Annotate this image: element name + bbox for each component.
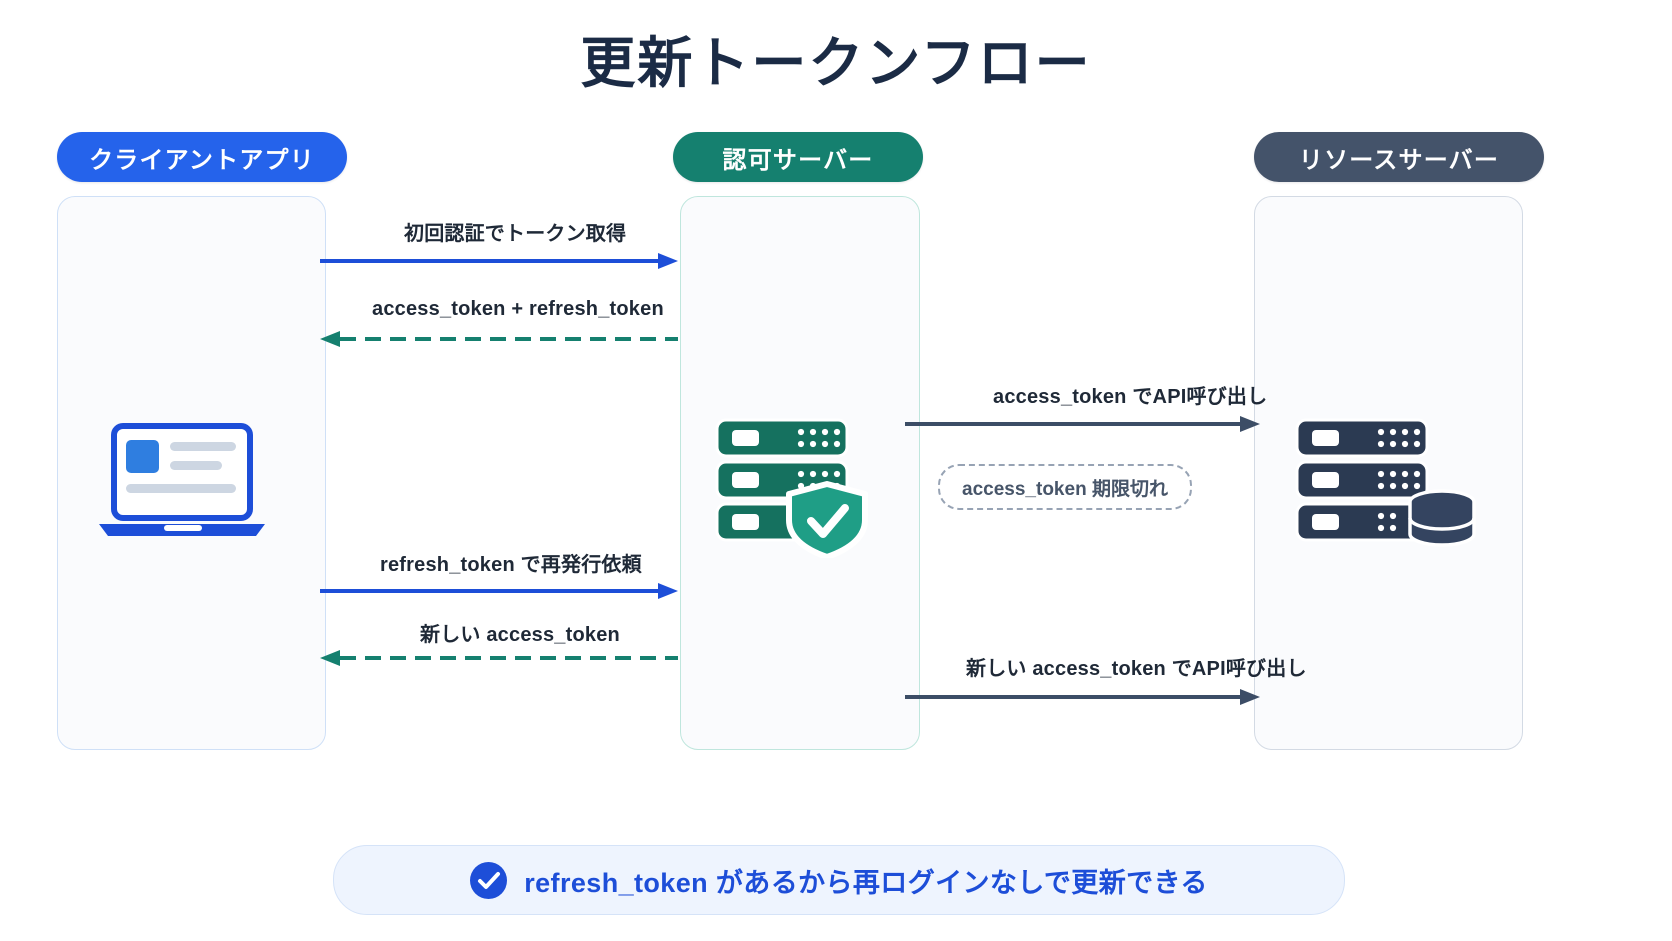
page-title: 更新トークンフロー — [580, 32, 1092, 94]
check-circle-icon — [470, 861, 508, 899]
flow-arrow-api-call-renewed — [905, 689, 1260, 705]
column-header-auth: 認可サーバー — [673, 132, 923, 182]
flow-arrow-reissue-request — [320, 583, 678, 599]
expiry-badge: access_token 期限切れ — [938, 464, 1192, 510]
flow-label-tokens-issued: access_token + refresh_token — [372, 298, 664, 320]
server-shield-icon — [715, 418, 868, 558]
column-header-auth-label: 認可サーバー — [722, 146, 874, 174]
flow-arrow-tokens-issued — [320, 331, 678, 347]
column-header-resource-label: リソースサーバー — [1298, 146, 1500, 174]
flow-label-api-call: access_token でAPI呼び出し — [993, 386, 1268, 408]
flow-label-reissue-request: refresh_token で再発行依頼 — [380, 554, 642, 576]
shield-check-icon — [786, 481, 868, 558]
flow-arrow-new-access-token — [320, 650, 678, 666]
flow-label-new-access-token: 新しい access_token — [420, 624, 620, 646]
flow-arrow-api-call — [905, 416, 1260, 432]
laptop-icon — [99, 423, 265, 536]
server-database-icon — [1295, 418, 1476, 547]
column-header-client: クライアントアプリ — [57, 132, 347, 182]
summary-text: refresh_token があるから再ログインなしで更新できる — [524, 867, 1208, 898]
expiry-badge-label: access_token 期限切れ — [962, 478, 1168, 500]
flow-label-api-call-renewed: 新しい access_token でAPI呼び出し — [966, 658, 1307, 680]
column-header-client-label: クライアントアプリ — [89, 146, 315, 174]
column-header-resource: リソースサーバー — [1254, 132, 1544, 182]
flow-label-initial-auth: 初回認証でトークン取得 — [404, 223, 627, 245]
flow-arrow-initial-auth — [320, 253, 678, 269]
summary-banner: refresh_token があるから再ログインなしで更新できる — [333, 845, 1345, 915]
database-icon — [1408, 489, 1476, 547]
